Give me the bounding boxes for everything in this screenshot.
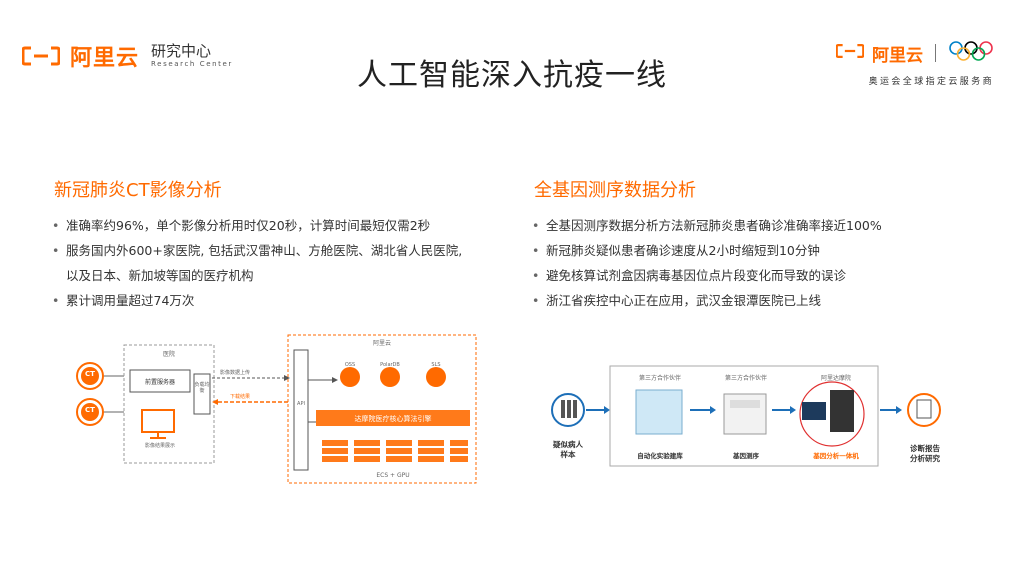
list-item: 服务国内外600+家医院, 包括武汉雷神山、方舱医院、湖北省人民医院, <box>52 238 522 263</box>
page-title: 人工智能深入抗疫一线 <box>357 58 667 93</box>
right-bullet-list: 全基因测序数据分析方法新冠肺炎患者确诊准确率接近100% 新冠肺炎疑似患者确诊速… <box>532 213 1002 313</box>
patient-label-2: 样本 <box>560 450 576 459</box>
hospital-label: 医院 <box>162 351 175 358</box>
report-label-1: 诊断报告 <box>910 444 940 453</box>
patient-label-1: 疑似病人 <box>553 440 583 449</box>
left-section-title: 新冠肺炎CT影像分析 <box>54 180 222 201</box>
step-label-1: 自动化实验建库 <box>637 452 683 460</box>
aliyun-logo-icon <box>22 46 60 66</box>
polardb-label: PolarDB <box>380 362 400 368</box>
list-item: 新冠肺炎疑似患者确诊速度从2小时缩短到10分钟 <box>532 238 1002 263</box>
research-center-cn: 研究中心 <box>151 42 212 60</box>
api-label: API <box>297 401 305 407</box>
list-item: 准确率约96%，单个影像分析用时仅20秒，计算时间最短仅需2秒 <box>52 213 522 238</box>
cloud-label: 阿里云 <box>372 340 391 347</box>
upload-label: 影像数据上传 <box>220 370 251 376</box>
front-service-label: 前置服务器 <box>144 379 175 386</box>
result-label: 下载结果 <box>230 394 251 400</box>
step-label-3: 基因分析一体机 <box>813 452 859 460</box>
ct-scanner-2: CT <box>85 406 95 414</box>
sls-label: SLS <box>431 362 441 368</box>
olympic-partner-text: 奥运会全球指定云服务商 <box>868 77 994 87</box>
aliyun-logo-icon <box>835 43 865 63</box>
list-item: 避免核算试剂盒因病毒基因位点片段变化而导致的误诊 <box>532 263 1002 288</box>
left-bullet-list: 准确率约96%，单个影像分析用时仅20秒，计算时间最短仅需2秒 服务国内外600… <box>52 213 522 313</box>
ct-architecture-diagram: CT CT 医院 前置服务器 负载均衡 影像数据上传 下载结果 影像结果展示 阿… <box>70 330 480 490</box>
monitor-label: 影像结果展示 <box>144 443 175 449</box>
oss-label: OSS <box>344 362 356 368</box>
partner-label-1: 第三方合作伙伴 <box>638 375 681 382</box>
ct-scanner-1: CT <box>85 370 95 378</box>
algorithm-engine-label: 达摩院医疗核心算法引擎 <box>354 415 432 423</box>
gateway-label: 负载均衡 <box>194 382 210 394</box>
list-item: 以及日本、新加坡等国的医疗机构 <box>66 268 254 283</box>
step-label-2: 基因测序 <box>733 452 759 460</box>
partner-label-2: 第三方合作伙伴 <box>724 375 767 382</box>
logo-divider <box>935 44 936 62</box>
partner-label-3: 阿里达摩院 <box>820 375 851 382</box>
aliyun-logo-text-small: 阿里云 <box>872 45 923 66</box>
olympic-partner-logo: 阿里云 奥运会全球指定云服务商 <box>835 40 994 87</box>
research-center-en: Research Center <box>151 60 233 68</box>
research-center-label: 研究中心 Research Center <box>151 44 233 68</box>
aliyun-logo-text: 阿里云 <box>70 46 140 71</box>
report-label-2: 分析研究 <box>910 454 940 463</box>
list-item: 浙江省疾控中心正在应用，武汉金银潭医院已上线 <box>532 288 1002 313</box>
list-item: 全基因测序数据分析方法新冠肺炎患者确诊准确率接近100% <box>532 213 1002 238</box>
aliyun-research-logo: 阿里云 研究中心 Research Center <box>22 40 233 72</box>
olympic-rings-icon <box>948 40 994 66</box>
compute-label: ECS + GPU <box>376 472 410 479</box>
gene-sequencing-diagram: 疑似病人 样本 第三方合作伙伴 第三方合作伙伴 阿里达摩院 自动化实验建库 基因… <box>540 362 960 472</box>
right-section-title: 全基因测序数据分析 <box>534 180 696 201</box>
list-item: 累计调用量超过74万次 <box>52 288 522 313</box>
